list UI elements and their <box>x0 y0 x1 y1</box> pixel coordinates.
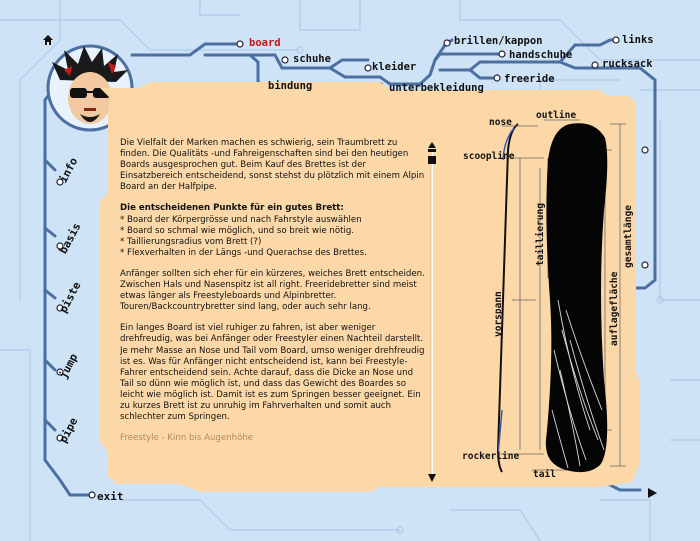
label-tail: tail <box>533 469 556 480</box>
nav-board[interactable]: board <box>249 37 281 49</box>
nav-kleider[interactable]: kleider <box>372 61 417 73</box>
article-paragraph-3: Ein langes Board ist viel ruhiger zu fah… <box>120 323 425 423</box>
nav-rucksack[interactable]: rucksack <box>602 58 653 70</box>
nav-handschuhe[interactable]: handschuhe <box>509 49 573 61</box>
scroll-thumb[interactable] <box>428 156 436 164</box>
label-auflageflaeche: auflagefläche <box>609 271 620 346</box>
nav-brillen-kappon[interactable]: brillen/kappon <box>454 35 543 47</box>
list-item: * Board so schmal wie möglich, und so br… <box>120 225 355 236</box>
nav-links[interactable]: links <box>622 34 654 46</box>
article-heading: Die entscheidenen Punkte für ein gutes B… <box>120 203 344 214</box>
nav-schuhe[interactable]: schuhe <box>293 53 331 65</box>
exit-link[interactable]: exit <box>97 490 124 503</box>
home-icon[interactable] <box>42 34 54 46</box>
list-item: * Flexverhalten in der Längs -und Querac… <box>120 247 367 258</box>
label-scoopline: scoopline <box>463 151 515 162</box>
article-text: Die Vielfalt der Marken machen es schwie… <box>120 138 426 478</box>
label-nose: nose <box>489 117 512 128</box>
article-paragraph-2: Anfänger sollten sich eher für ein kürze… <box>120 268 425 313</box>
label-gesamtlaenge: gesamtlänge <box>623 205 634 268</box>
nav-freeride[interactable]: freeride <box>504 73 555 85</box>
nav-unterbekleidung[interactable]: unterbekleidung <box>389 82 484 94</box>
label-outline: outline <box>536 110 577 121</box>
article-intro: Die Vielfalt der Marken machen es schwie… <box>120 138 425 193</box>
arrow-down-icon[interactable] <box>428 474 436 482</box>
list-item: * Taillierungsradius vom Brett (?) <box>120 236 262 247</box>
label-rockerline: rockerline <box>462 451 520 462</box>
snowboard-diagram <box>496 119 626 473</box>
scrollbar[interactable] <box>424 140 440 490</box>
nav-bindung[interactable]: bindung <box>268 80 313 92</box>
label-taillierung: taillierung <box>535 203 546 266</box>
play-arrow-icon[interactable] <box>646 487 658 499</box>
article-points: * Board der Körpergrösse und nach Fahrst… <box>120 215 426 259</box>
article-paragraph-4: Freestyle - Kinn bis Augenhöhe <box>120 433 254 444</box>
label-vorspann: vorspann <box>493 291 504 337</box>
list-item: * Board der Körpergrösse und nach Fahrst… <box>120 214 362 225</box>
arrow-up-icon[interactable] <box>428 142 436 152</box>
content-panel <box>100 82 640 492</box>
